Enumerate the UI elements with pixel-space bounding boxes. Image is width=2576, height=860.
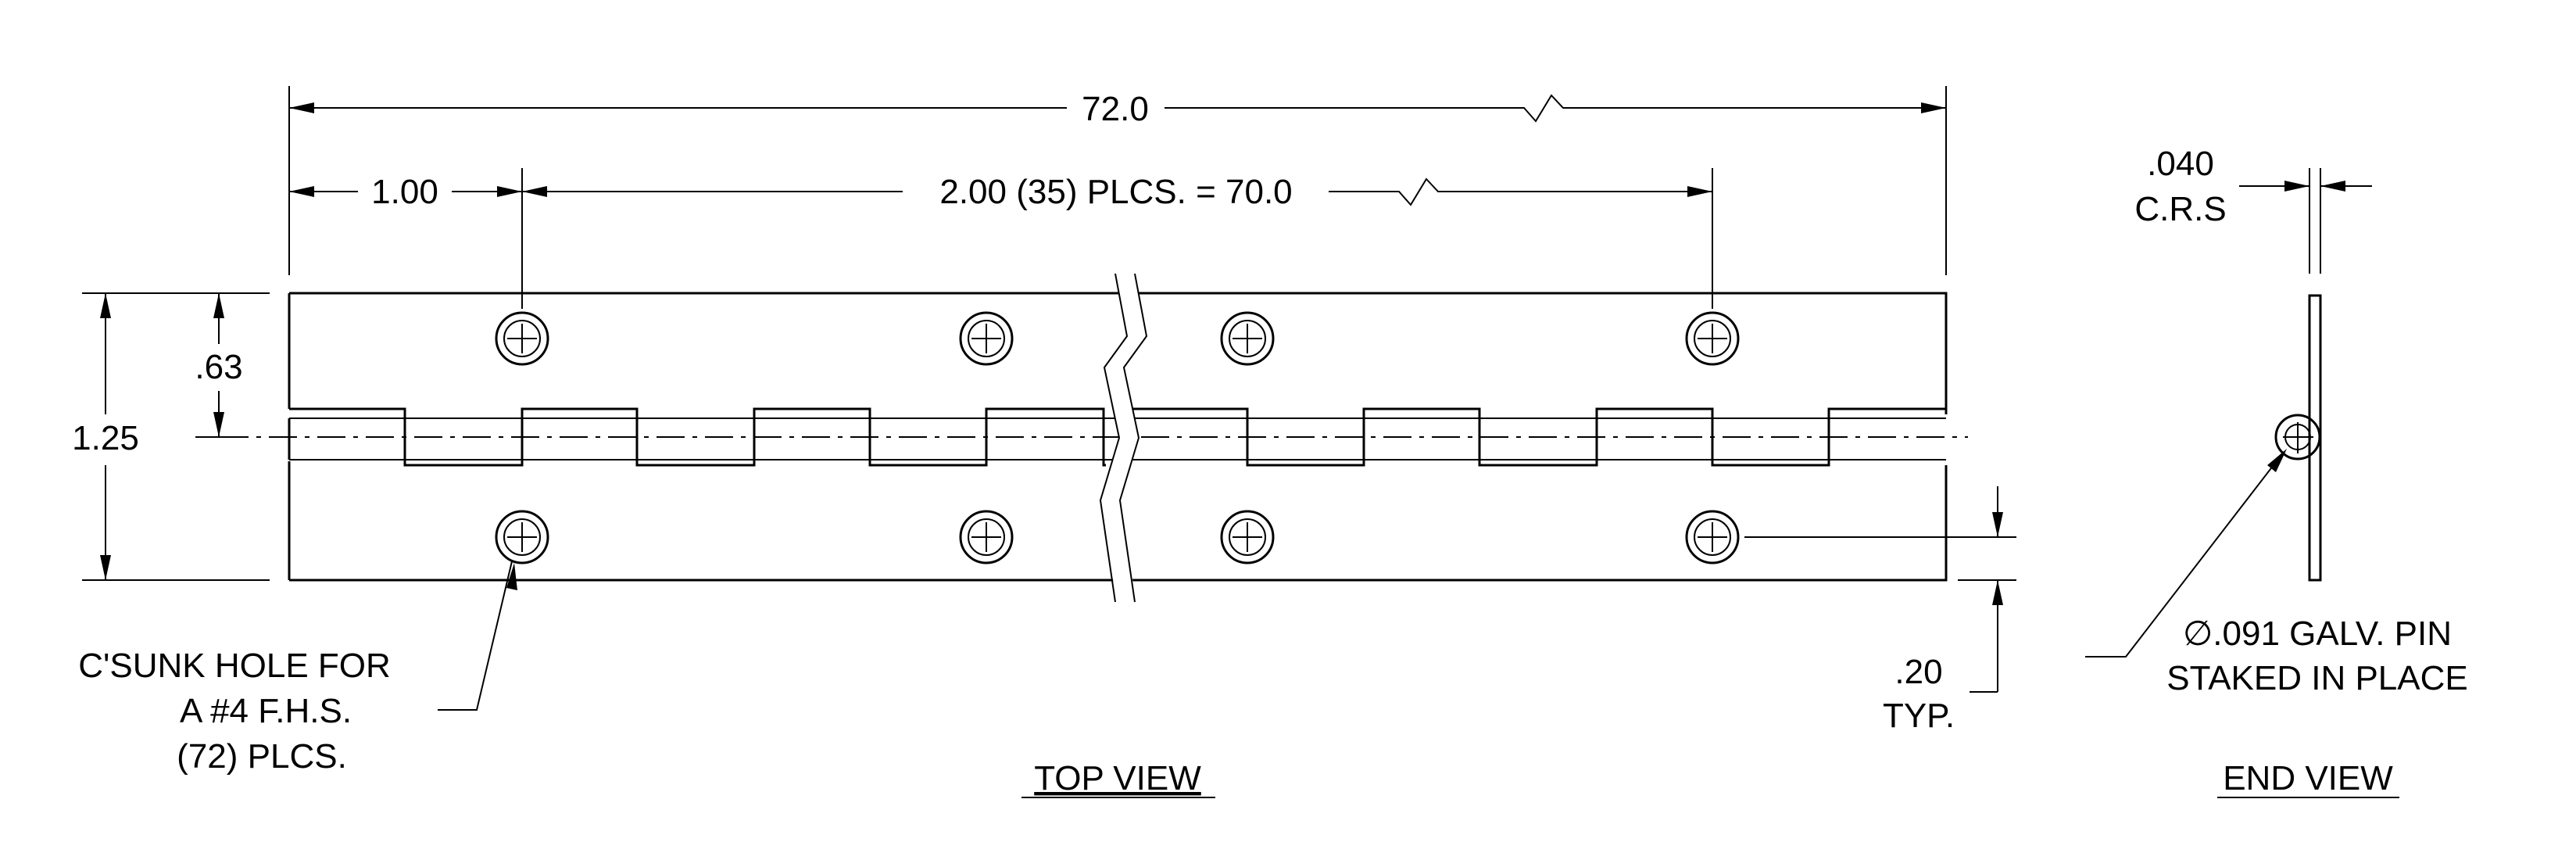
countersunk-hole: [495, 510, 549, 564]
hole-spacing-label: 2.00 (35) PLCS. = 70.0: [939, 173, 1292, 211]
countersunk-hole: [959, 311, 1014, 366]
top-view: [220, 273, 1968, 603]
hole-note: C'SUNK HOLE FOR A #4 F.H.S. (72) PLCS.: [78, 561, 517, 776]
pin-note-line2: STAKED IN PLACE: [2166, 659, 2468, 697]
end-view-title: END VIEW: [2223, 759, 2393, 797]
thickness-material: C.R.S: [2134, 190, 2226, 228]
hole-from-center-label: .63: [195, 348, 242, 386]
end-view: [2274, 294, 2322, 582]
hole-note-line3: (72) PLCS.: [177, 737, 347, 776]
pin-note: ∅.091 GALV. PIN STAKED IN PLACE: [2085, 449, 2468, 697]
overall-length-label: 72.0: [1082, 90, 1149, 128]
lower-leaf: [288, 461, 1948, 582]
break-line-left: [1099, 273, 1129, 603]
break-gap: [1100, 278, 1147, 594]
hole-note-line1: C'SUNK HOLE FOR: [78, 647, 391, 685]
dim-overall-width: 1.25: [64, 292, 270, 581]
end-offset-label: 1.00: [371, 173, 438, 211]
countersunk-hole: [1220, 510, 1275, 564]
edge-distance-note: TYP.: [1883, 697, 1955, 735]
overall-width-label: 1.25: [72, 419, 139, 457]
break-line-right: [1118, 273, 1148, 603]
countersunk-hole: [1220, 311, 1275, 366]
hole-note-line2: A #4 F.H.S.: [180, 692, 352, 730]
dim-edge-distance: .20 TYP.: [1744, 486, 2016, 735]
countersunk-hole: [495, 311, 549, 366]
end-view-knuckle: [2274, 414, 2321, 460]
pin-note-line1: ∅.091 GALV. PIN: [2183, 615, 2452, 653]
countersunk-hole: [1685, 510, 1740, 564]
countersunk-hole: [959, 510, 1014, 564]
dim-hole-spacing: 1.00 2.00 (35) PLCS. = 70.0: [289, 168, 1713, 309]
countersunk-hole: [1685, 311, 1740, 366]
upper-leaf: [288, 292, 1948, 414]
dim-hole-from-center: .63: [187, 292, 270, 438]
dim-overall-length: 72.0: [288, 86, 1947, 275]
thickness-label: .040: [2147, 145, 2214, 183]
top-view-title: TOP VIEW: [1034, 759, 1201, 797]
dim-thickness: .040 C.R.S: [2134, 145, 2372, 274]
edge-distance-label: .20: [1894, 653, 1942, 691]
